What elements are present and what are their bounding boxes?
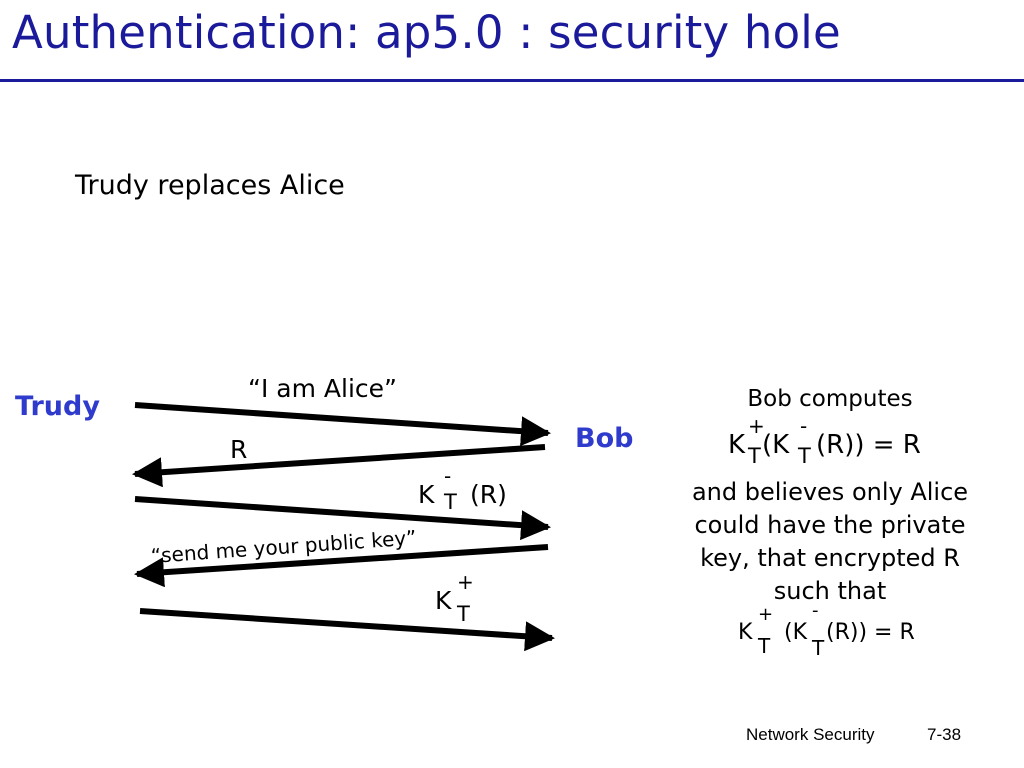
- arrow-encrypted-r: [134, 496, 551, 541]
- message-i-am-alice: “I am Alice”: [248, 374, 397, 403]
- explanation-line4: key, that encrypted R: [700, 544, 960, 572]
- public-key-sign: +: [457, 570, 474, 594]
- title-divider: [0, 79, 1024, 82]
- formula-mid: (K: [784, 620, 808, 645]
- formula-sub1: T: [748, 444, 761, 468]
- explanation-line1: Bob computes: [747, 386, 913, 412]
- formula-mid: (K: [762, 430, 790, 460]
- send-public-key-text: “send me your public key”: [150, 525, 418, 568]
- slide-subtitle: Trudy replaces Alice: [75, 170, 345, 201]
- footer-label: Network Security: [746, 725, 875, 744]
- formula-sup2: -: [800, 414, 808, 438]
- formula-end: (R)) = R: [826, 620, 915, 645]
- formula-bob-computes: K + T (K - T (R)) = R: [728, 414, 948, 474]
- key-symbol: K: [418, 480, 435, 509]
- message-nonce-r: R: [230, 435, 248, 464]
- formula-end: (R)) = R: [816, 430, 921, 460]
- message-public-key: K + T: [435, 570, 485, 632]
- message-send-public-key: “send me your public key”: [150, 522, 455, 582]
- key-subscript: T: [457, 602, 470, 626]
- message-encrypted-nonce: K - T (R): [418, 464, 528, 520]
- formula-such-that: K + T (K - T (R)) = R: [738, 600, 948, 662]
- arrow-public-key: [139, 608, 555, 652]
- formula-sub2: T: [798, 444, 811, 468]
- footer-page-number: 7-38: [927, 725, 962, 744]
- explanation-line3: could have the private: [694, 511, 966, 539]
- formula-sup1: +: [748, 414, 765, 438]
- actor-bob: Bob: [575, 423, 634, 454]
- private-key-sign: -: [444, 464, 452, 488]
- arrow-i-am-alice: [134, 402, 551, 447]
- explanation-line5: such that: [773, 577, 887, 605]
- slide-title: Authentication: ap5.0 : security hole: [12, 6, 841, 59]
- formula-sup1: +: [758, 604, 774, 625]
- formula-sup2: -: [812, 600, 819, 621]
- arrow-nonce-r: [132, 444, 546, 488]
- arrow-send-public-key: [134, 544, 549, 588]
- formula-sub1: T: [758, 634, 771, 658]
- key-subscript: T: [444, 490, 457, 514]
- formula-k1: K: [738, 620, 753, 645]
- key-argument: (R): [470, 480, 507, 509]
- formula-sub2: T: [812, 636, 825, 660]
- key-symbol: K: [435, 586, 452, 615]
- explanation-line2: and believes only Alice: [691, 478, 969, 506]
- formula-k1: K: [728, 430, 746, 460]
- actor-trudy: Trudy: [15, 391, 100, 422]
